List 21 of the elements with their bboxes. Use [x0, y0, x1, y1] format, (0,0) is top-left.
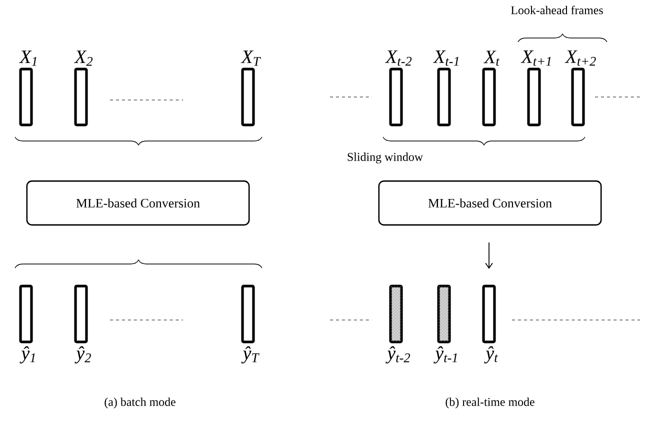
frame-label: X$_{t-2}$	[385, 50, 412, 66]
text-label: (a) batch mode	[104, 398, 176, 408]
frame-label: X$_{t+2}$	[564, 50, 596, 66]
frame-label: ŷ$_{2}$	[74, 346, 91, 364]
frame-label: ŷ$_{t-1}$	[434, 346, 457, 364]
process-box: MLE-based Conversion	[378, 180, 602, 226]
frame-label: ŷ$_{t}$	[484, 346, 498, 364]
text-label: Look-ahead frames	[511, 6, 603, 14]
text-label: Sliding window	[348, 152, 423, 164]
frame-label: ŷ$_{T}$	[241, 346, 260, 364]
frame-label: ŷ$_{1}$	[20, 346, 35, 364]
frame-label: X$_{t+1}$	[520, 50, 551, 66]
frame-label: X$_{T}$	[240, 50, 261, 66]
frame-label: X$_{t-1}$	[433, 50, 458, 66]
frame-label: X$_{t}$	[484, 50, 500, 66]
frame-label: X$_{2}$	[74, 50, 93, 66]
arrow	[485, 242, 493, 269]
frame-label: ŷ$_{t-2}$	[386, 346, 410, 364]
frame-label: X$_{1}$	[19, 50, 36, 66]
process-box: MLE-based Conversion	[26, 180, 250, 226]
text-label: (b) real-time mode	[446, 398, 534, 408]
